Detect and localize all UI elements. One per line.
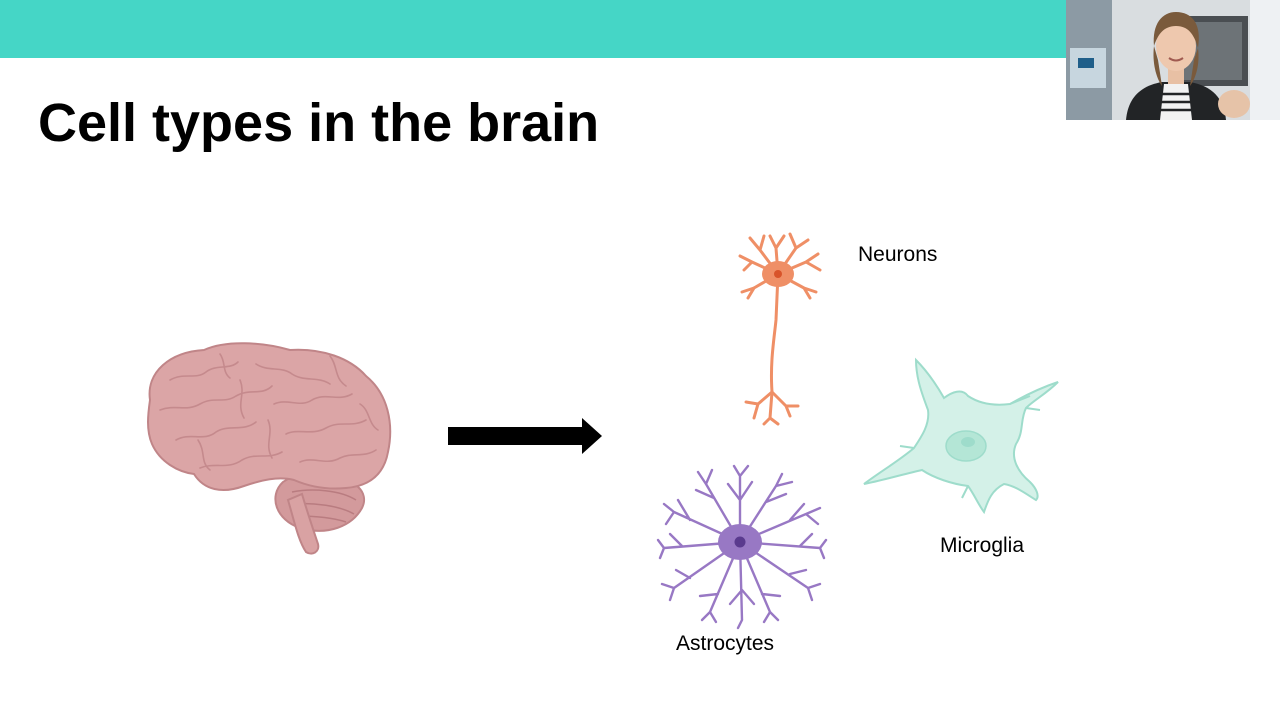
microglia-label: Microglia	[940, 534, 1025, 557]
brain-icon	[147, 342, 392, 555]
presenter-video-frame	[1066, 0, 1280, 120]
neurons-label: Neurons	[858, 243, 938, 266]
presenter-webcam	[1066, 0, 1280, 120]
astrocytes-label: Astrocytes	[676, 632, 775, 655]
slide-title: Cell types in the brain	[38, 93, 600, 153]
